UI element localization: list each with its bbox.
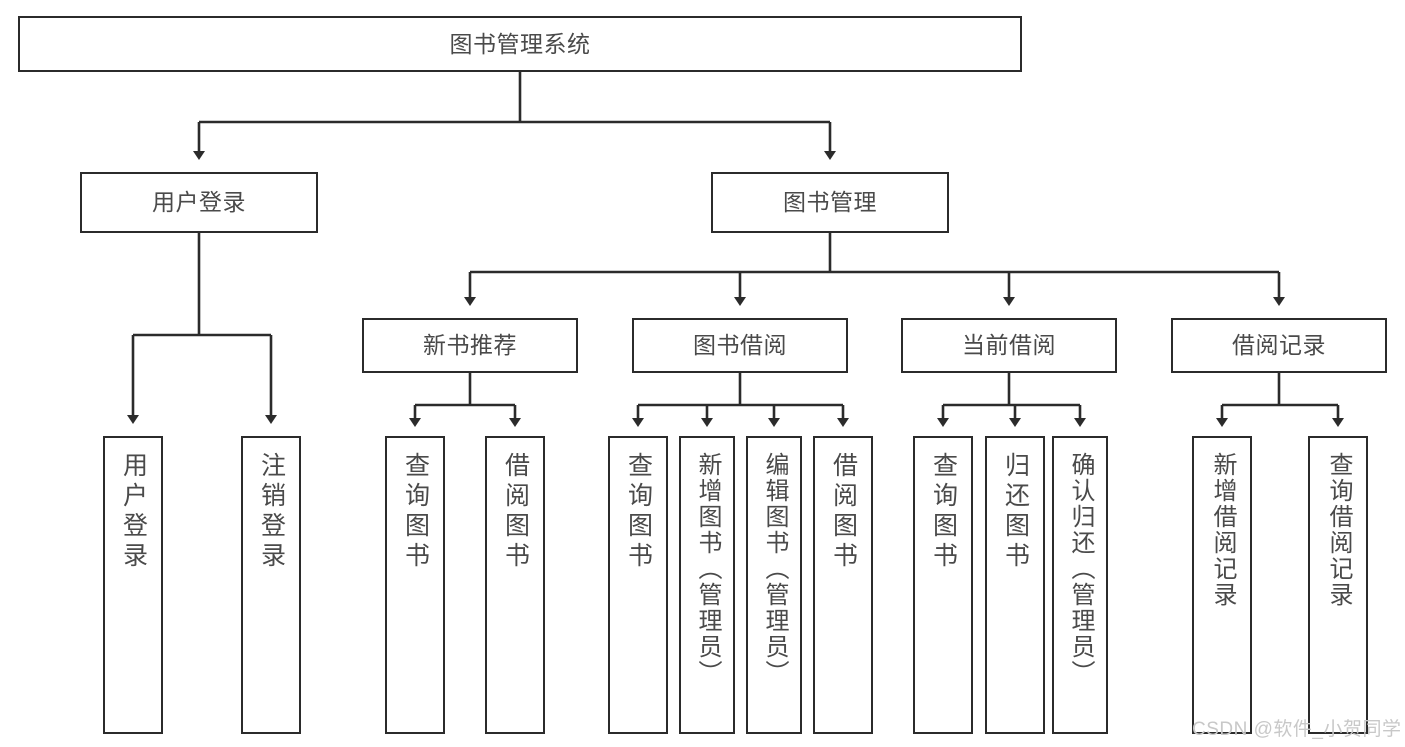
leaf-user-login[interactable]: 用户登录 — [103, 436, 163, 734]
leaf-edit-book-admin[interactable]: 编辑图书（管理员） — [746, 436, 802, 734]
node-new-book-recommend-label: 新书推荐 — [423, 332, 517, 359]
node-new-book-recommend[interactable]: 新书推荐 — [362, 318, 578, 373]
node-borrow-record-label: 借阅记录 — [1232, 332, 1326, 359]
leaf-add-book-admin[interactable]: 新增图书（管理员） — [679, 436, 735, 734]
leaf-confirm-return-admin-label: 确认归还（管理员） — [1067, 452, 1094, 686]
node-book-borrow-label: 图书借阅 — [693, 332, 787, 359]
leaf-add-borrow-record-label: 新增借阅记录 — [1209, 452, 1236, 608]
leaf-add-borrow-record[interactable]: 新增借阅记录 — [1192, 436, 1252, 734]
leaf-query-book-borrow[interactable]: 查询图书 — [608, 436, 668, 734]
leaf-query-book-recommend-label: 查询图书 — [401, 452, 430, 572]
leaf-edit-book-admin-label: 编辑图书（管理员） — [761, 452, 788, 686]
leaf-borrow-book[interactable]: 借阅图书 — [813, 436, 873, 734]
node-user-login[interactable]: 用户登录 — [80, 172, 318, 233]
leaf-borrow-book-recommend-label: 借阅图书 — [501, 452, 530, 572]
leaf-borrow-book-recommend[interactable]: 借阅图书 — [485, 436, 545, 734]
leaf-query-book-current-label: 查询图书 — [929, 452, 958, 572]
leaf-query-book-current[interactable]: 查询图书 — [913, 436, 973, 734]
leaf-query-borrow-record-label: 查询借阅记录 — [1325, 452, 1352, 608]
leaf-logout-label: 注销登录 — [257, 452, 286, 572]
leaf-query-book-recommend[interactable]: 查询图书 — [385, 436, 445, 734]
node-current-borrow-label: 当前借阅 — [962, 332, 1056, 359]
node-root-label: 图书管理系统 — [449, 30, 591, 57]
node-book-management-label: 图书管理 — [783, 189, 877, 216]
leaf-logout[interactable]: 注销登录 — [241, 436, 301, 734]
watermark: CSDN @软件_小贺同学 — [1192, 719, 1402, 740]
leaf-return-book-label: 归还图书 — [1001, 452, 1030, 572]
node-book-management[interactable]: 图书管理 — [711, 172, 949, 233]
leaf-user-login-label: 用户登录 — [119, 452, 148, 572]
node-borrow-record[interactable]: 借阅记录 — [1171, 318, 1387, 373]
node-root[interactable]: 图书管理系统 — [18, 16, 1022, 72]
node-book-borrow[interactable]: 图书借阅 — [632, 318, 848, 373]
leaf-borrow-book-label: 借阅图书 — [829, 452, 858, 572]
leaf-return-book[interactable]: 归还图书 — [985, 436, 1045, 734]
leaf-query-book-borrow-label: 查询图书 — [624, 452, 653, 572]
node-current-borrow[interactable]: 当前借阅 — [901, 318, 1117, 373]
node-user-login-label: 用户登录 — [152, 189, 246, 216]
leaf-query-borrow-record[interactable]: 查询借阅记录 — [1308, 436, 1368, 734]
leaf-confirm-return-admin[interactable]: 确认归还（管理员） — [1052, 436, 1108, 734]
leaf-add-book-admin-label: 新增图书（管理员） — [694, 452, 721, 686]
